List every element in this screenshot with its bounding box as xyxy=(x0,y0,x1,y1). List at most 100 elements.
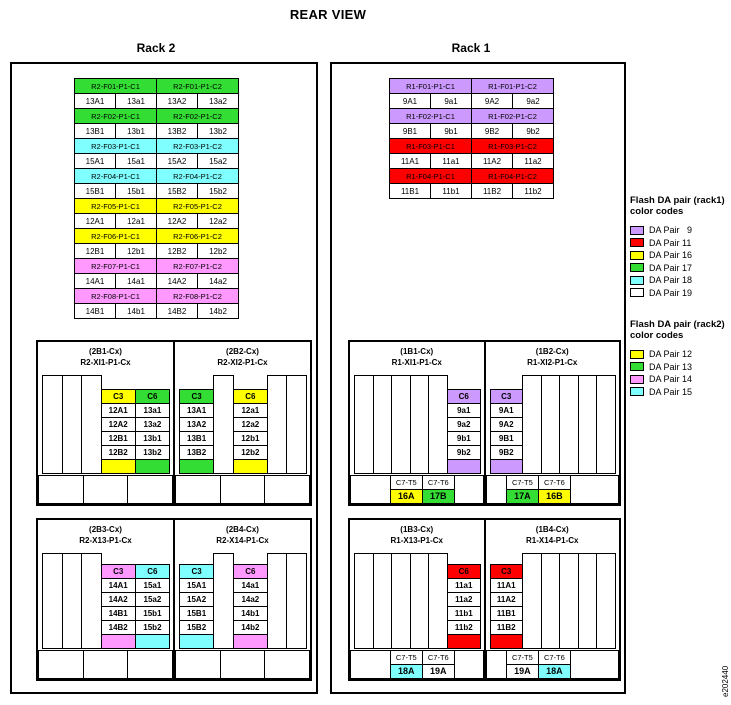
card-slot-header: C3 xyxy=(489,564,523,579)
legend-label: DA Pair 13 xyxy=(649,361,693,372)
empty-slot xyxy=(540,553,561,649)
card-port: 15B1 xyxy=(179,606,215,621)
card-port: 15b2 xyxy=(134,620,170,635)
card-port: 12A2 xyxy=(100,417,136,432)
cable-label: R2-F08-P1-C2 xyxy=(156,288,239,304)
card-port: 15B2 xyxy=(179,620,215,635)
port-id: 14a1 xyxy=(115,273,157,289)
legend-swatch xyxy=(630,288,644,298)
footer-cell xyxy=(175,650,221,679)
card-port: 11A2 xyxy=(489,592,523,607)
port-id: 12b2 xyxy=(197,243,239,259)
footer-cell xyxy=(264,650,311,679)
footer-cell xyxy=(219,650,266,679)
port-id: 12a1 xyxy=(115,213,157,229)
card-port: 9B2 xyxy=(489,445,523,460)
footer-port-label: C7-T6 xyxy=(538,651,570,665)
empty-slot xyxy=(428,375,449,474)
footer-port-value: 17A xyxy=(506,490,538,503)
footer-port-value: 17B xyxy=(422,490,454,503)
empty-slot xyxy=(372,553,393,649)
empty-slot xyxy=(428,553,449,649)
empty-slot xyxy=(42,375,63,474)
card-port: 12A1 xyxy=(100,403,136,418)
card-port: 11A1 xyxy=(489,578,523,593)
legend-item: DA Pair 14 xyxy=(630,373,730,386)
legend-item: DA Pair 17 xyxy=(630,262,730,275)
port-id: 14b1 xyxy=(115,303,157,319)
cable-label: R2-F06-P1-C1 xyxy=(74,228,157,244)
legend-label: DA Pair 17 xyxy=(649,262,693,273)
legend-item: DA Pair 11 xyxy=(630,237,730,250)
port-id: 12A2 xyxy=(156,213,198,229)
footer-port-value: 19A xyxy=(422,665,454,678)
port-id: 9B1 xyxy=(389,123,431,139)
port-id: 11B1 xyxy=(389,183,431,199)
drawer-id: (2B4-Cx) xyxy=(226,525,259,534)
port-id: 14a2 xyxy=(197,273,239,289)
footer-cell xyxy=(38,475,84,504)
footer-port-label: C7-T6 xyxy=(538,476,570,490)
drawer-title: (2B2-Cx)R2-XI2-P1-Cx xyxy=(175,342,310,374)
empty-slot xyxy=(409,553,430,649)
cable-label: R2-F02-P1-C1 xyxy=(74,108,157,124)
drawer-title: (1B2-Cx)R1-XI2-P1-Cx xyxy=(486,342,620,374)
drawer-id: (1B1-Cx) xyxy=(400,347,434,356)
legend-swatch xyxy=(630,250,644,260)
port-id: 9b2 xyxy=(512,123,554,139)
empty-slot xyxy=(521,553,542,649)
drawer-title: (2B4-Cx)R2-X14-P1-Cx xyxy=(175,520,310,552)
drawer-location: R1-XI1-P1-Cx xyxy=(391,358,442,367)
port-id: 9b1 xyxy=(430,123,472,139)
footer-cell xyxy=(453,475,484,504)
footer-cell xyxy=(82,475,129,504)
card-port: 15A2 xyxy=(179,592,215,607)
drawer-id: (1B3-Cx) xyxy=(400,525,434,534)
footer-port-value: 18A xyxy=(390,665,422,678)
card-port: 14A2 xyxy=(100,592,136,607)
footer-cell xyxy=(127,650,174,679)
footer-port-label: C7-T5 xyxy=(390,651,422,665)
empty-slot xyxy=(540,375,561,474)
card-port: 11b2 xyxy=(447,620,481,635)
legend-title: Flash DA pair (rack2)color codes xyxy=(630,319,730,341)
empty-slot xyxy=(577,553,598,649)
empty-slot xyxy=(409,375,430,474)
port-id: 14A2 xyxy=(156,273,198,289)
footer-port-value: 16A xyxy=(390,490,422,503)
card-port: 11B1 xyxy=(489,606,523,621)
card-port: 13B2 xyxy=(179,445,215,460)
card-slot-header: C3 xyxy=(489,389,523,404)
empty-slot xyxy=(42,553,63,649)
card-slot-header: C3 xyxy=(179,564,215,579)
cable-label: R1-F03-P1-C2 xyxy=(471,138,554,154)
port-id: 11a2 xyxy=(512,153,554,169)
port-id: 11A1 xyxy=(389,153,431,169)
